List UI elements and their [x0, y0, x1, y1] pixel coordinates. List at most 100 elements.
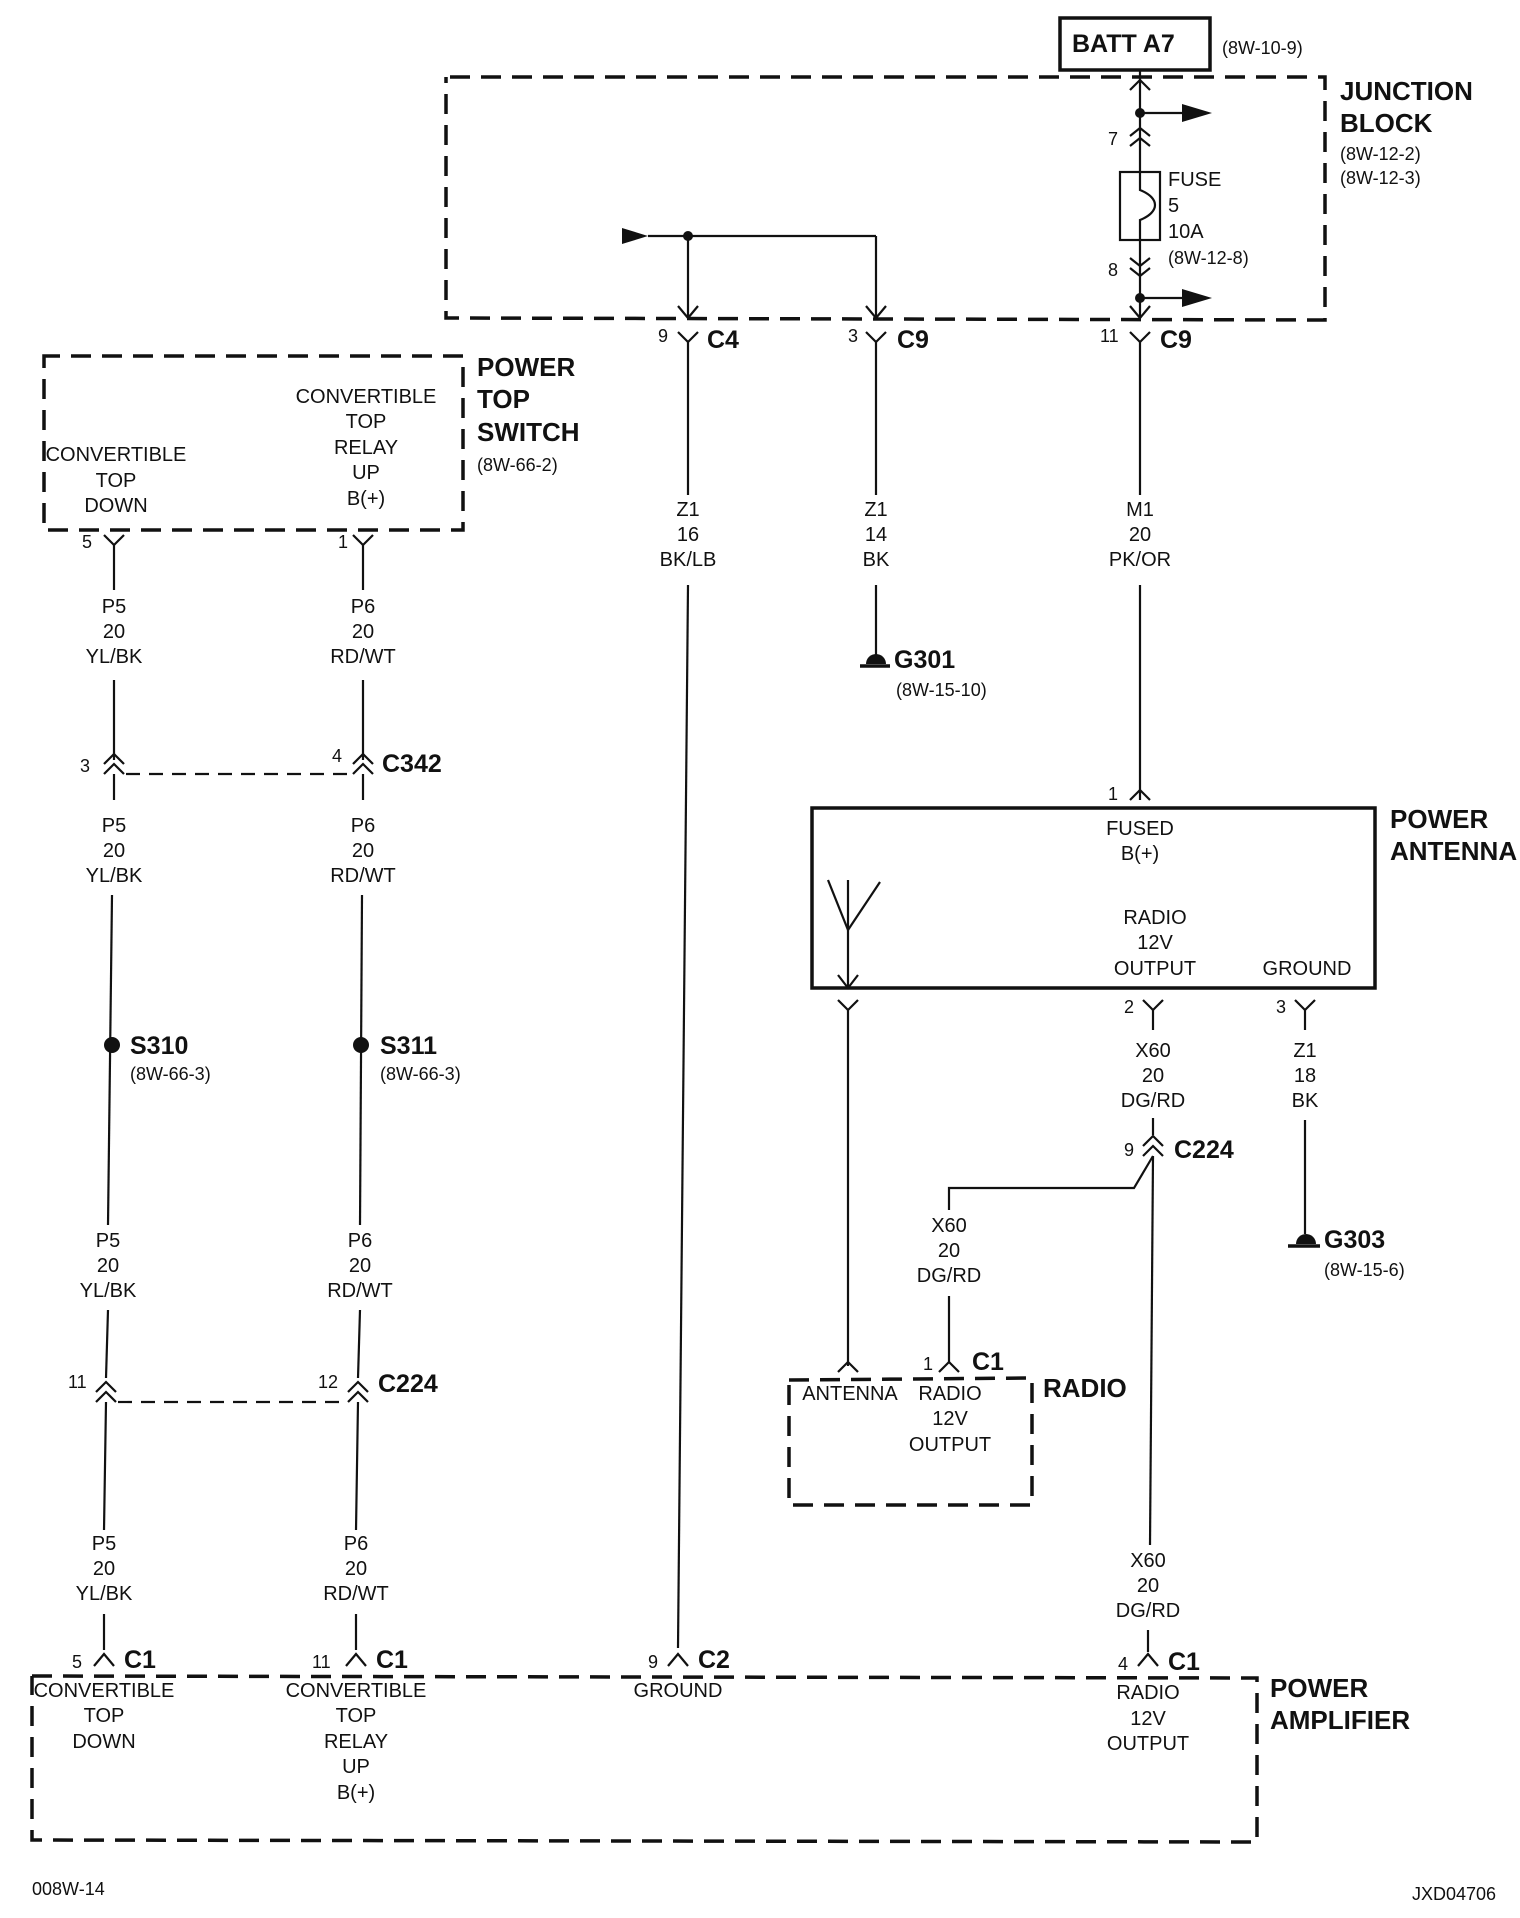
pts-up-4: UP — [352, 462, 380, 484]
pts-down-3: DOWN — [84, 495, 147, 517]
pts-pin-5: 5 — [82, 532, 92, 552]
ground-g301-icon — [866, 654, 886, 664]
fuse-label-3: 10A — [1168, 221, 1204, 243]
ground-g303-icon — [1296, 1234, 1316, 1244]
c224-pin-11: 11 — [68, 1372, 87, 1392]
wire-m1: M1 20 PK/OR 1 — [1108, 342, 1171, 804]
radio-out-2: 12V — [932, 1408, 968, 1430]
s310-ref: (8W-66-3) — [130, 1064, 211, 1084]
pts-up-3: RELAY — [334, 437, 398, 459]
amp-c1a-pin: 5 — [72, 1652, 82, 1672]
radio-c1-label: C1 — [972, 1348, 1004, 1376]
power-top-switch: POWER TOP SWITCH (8W-66-2) CONVERTIBLE T… — [42, 352, 580, 532]
wire-z1-18-circuit: Z1 — [1293, 1040, 1316, 1062]
splice-s310-dot — [104, 1037, 120, 1053]
amp-down-3: DOWN — [72, 1731, 135, 1753]
wire-z1-14-gauge: 14 — [865, 524, 887, 546]
ground-g301: G301 (8W-15-10) — [860, 646, 987, 700]
wire-p5-a-color: YL/BK — [86, 646, 143, 668]
wire-x60-a-gauge: 20 — [1142, 1065, 1164, 1087]
radio-out-3: OUTPUT — [909, 1434, 991, 1456]
connector-c224-right: 9 C224 — [1124, 1136, 1234, 1164]
amp-c1b-pin: 11 — [312, 1652, 331, 1672]
wire-p5-d-circuit: P5 — [92, 1533, 116, 1555]
wire-p6-a-circuit: P6 — [351, 596, 375, 618]
wire-antenna-lead — [837, 1010, 859, 1373]
wire-z1-18: Z1 18 BK — [1292, 1010, 1319, 1234]
amp-down-1: CONVERTIBLE — [34, 1680, 175, 1702]
c224-right-label: C224 — [1174, 1136, 1234, 1164]
amp-c1c-pin: 4 — [1118, 1654, 1128, 1674]
wire-z1-14: Z1 14 BK — [863, 342, 890, 655]
c224r-pin-9: 9 — [1124, 1140, 1134, 1160]
wire-x60-a-color: DG/RD — [1121, 1090, 1185, 1112]
radio-c1-pin: 1 — [923, 1354, 933, 1374]
pa-ground: GROUND — [1263, 958, 1352, 980]
g303-ref: (8W-15-6) — [1324, 1260, 1405, 1280]
pa-fused-1: FUSED — [1106, 818, 1174, 840]
batt-label: BATT A7 — [1072, 30, 1175, 58]
wire-p6-c-circuit: P6 — [348, 1230, 372, 1252]
footer-left: 008W-14 — [32, 1879, 105, 1899]
wire-m1-color: PK/OR — [1109, 549, 1171, 571]
pts-title-2: TOP — [477, 384, 530, 414]
junction-block-title-2: BLOCK — [1340, 108, 1433, 138]
ground-g303: G303 (8W-15-6) — [1288, 1226, 1405, 1280]
wire-x60-b-circuit: X60 — [931, 1215, 967, 1237]
connector-c342: 3 4 C342 — [80, 746, 442, 778]
wire-x60-b-color: DG/RD — [917, 1265, 981, 1287]
pa-title-2: ANTENNA — [1390, 836, 1517, 866]
fuse-label-2: 5 — [1168, 195, 1179, 217]
wire-p6-a-gauge: 20 — [352, 621, 374, 643]
footer-right: JXD04706 — [1412, 1884, 1496, 1904]
jb-pin-8: 8 — [1108, 260, 1118, 280]
junction-block-ref-2: (8W-12-3) — [1340, 168, 1421, 188]
radio-antenna-label: ANTENNA — [802, 1383, 898, 1405]
c4-pin: 9 — [658, 326, 668, 346]
junction-block-title-1: JUNCTION — [1340, 76, 1473, 106]
antenna-icon — [826, 879, 881, 990]
connector-c4: 9 C4 — [658, 326, 739, 354]
wire-z1-16: Z1 16 BK/LB — [660, 342, 716, 1649]
power-antenna: POWER ANTENNA FUSED B(+) RADIO 12V OUTPU… — [810, 804, 1517, 990]
wire-x60-to-amp: X60 20 DG/RD — [1116, 1155, 1180, 1652]
amp-c2-pin: 9 — [648, 1652, 658, 1672]
wire-m1-gauge: 20 — [1129, 524, 1151, 546]
wire-p6-b-gauge: 20 — [352, 840, 374, 862]
amp-c2-label: C2 — [698, 1646, 730, 1674]
c342-label: C342 — [382, 750, 442, 778]
wire-x60-c-color: DG/RD — [1116, 1600, 1180, 1622]
wire-p6-d-color: RD/WT — [323, 1583, 389, 1605]
wire-x60-c-gauge: 20 — [1137, 1575, 1159, 1597]
amp-down-2: TOP — [84, 1705, 125, 1727]
wire-x60-c-circuit: X60 — [1130, 1550, 1166, 1572]
amp-title-1: POWER — [1270, 1673, 1368, 1703]
radio-module: RADIO ANTENNA RADIO 12V OUTPUT 1 C1 — [787, 1348, 1127, 1507]
batt-ref: (8W-10-9) — [1222, 38, 1303, 58]
wire-p5-a-circuit: P5 — [102, 596, 126, 618]
wire-p6-b-color: RD/WT — [330, 865, 396, 887]
s311-label: S311 — [380, 1032, 437, 1060]
wire-p6-d-gauge: 20 — [345, 1558, 367, 1580]
wire-z1-16-gauge: 16 — [677, 524, 699, 546]
amp-up-3: RELAY — [324, 1731, 388, 1753]
wire-p6-c-color: RD/WT — [327, 1280, 393, 1302]
c9b-pin: 11 — [1100, 326, 1119, 346]
pts-up-1: CONVERTIBLE — [296, 386, 437, 408]
pa-radio-1: RADIO — [1123, 907, 1186, 929]
fuse-label-4: (8W-12-8) — [1168, 248, 1249, 268]
wire-p5-b-gauge: 20 — [103, 840, 125, 862]
pa-pin-2: 2 — [1124, 997, 1134, 1017]
amp-up-5: B(+) — [337, 1782, 375, 1804]
wire-x60-a-circuit: X60 — [1135, 1040, 1171, 1062]
wire-z1-18-color: BK — [1292, 1090, 1319, 1112]
wire-p6-d-circuit: P6 — [344, 1533, 368, 1555]
amp-connectors: 5 C1 11 C1 9 C2 4 C1 — [72, 1646, 1200, 1676]
c342-pin-4: 4 — [332, 746, 342, 766]
wire-x60-b-gauge: 20 — [938, 1240, 960, 1262]
power-amplifier: POWER AMPLIFIER CONVERTIBLE TOP DOWN CON… — [30, 1673, 1410, 1844]
wire-z1-16-circuit: Z1 — [676, 499, 699, 521]
pts-pin-1: 1 — [338, 532, 348, 552]
amp-ground: GROUND — [634, 1680, 723, 1702]
